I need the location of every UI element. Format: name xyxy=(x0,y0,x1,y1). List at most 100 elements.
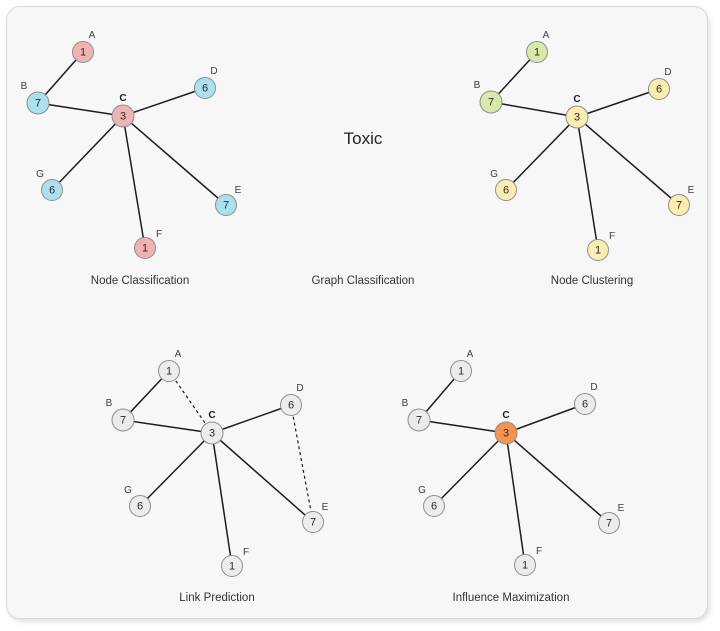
node-C[interactable]: 3C xyxy=(494,410,518,445)
node-F[interactable]: 1F xyxy=(514,546,543,576)
node-key-F: F xyxy=(243,547,249,558)
node-D[interactable]: 6D xyxy=(280,383,304,416)
panel-caption-influence-maximization: Influence Maximization xyxy=(453,592,570,604)
edge-C-D xyxy=(576,88,660,118)
node-C[interactable]: 3C xyxy=(111,93,135,128)
edge-C-G xyxy=(433,432,507,507)
node-A[interactable]: 1A xyxy=(158,349,182,382)
node-key-C: C xyxy=(208,410,215,421)
node-circle-E[interactable] xyxy=(668,194,690,216)
node-key-A: A xyxy=(89,30,96,41)
node-circle-A[interactable] xyxy=(526,41,548,63)
node-G[interactable]: 6G xyxy=(418,485,445,517)
node-key-D: D xyxy=(664,67,671,78)
node-circle-A[interactable] xyxy=(72,41,94,63)
node-value-G: 6 xyxy=(137,501,143,513)
node-key-B: B xyxy=(474,80,481,91)
node-G[interactable]: 6G xyxy=(124,485,151,517)
node-key-B: B xyxy=(402,398,409,409)
node-circle-D[interactable] xyxy=(648,78,670,100)
edge-C-G xyxy=(139,432,213,507)
node-circle-E[interactable] xyxy=(302,511,324,533)
node-circle-F[interactable] xyxy=(514,554,536,576)
node-D[interactable]: 6D xyxy=(194,66,218,99)
node-key-E: E xyxy=(235,185,242,196)
node-B[interactable]: 7B xyxy=(21,81,50,115)
node-B[interactable]: 7B xyxy=(474,80,503,114)
node-circle-G[interactable] xyxy=(129,495,151,517)
node-circle-C[interactable] xyxy=(494,421,518,445)
node-E[interactable]: 7E xyxy=(668,185,695,216)
node-value-A: 1 xyxy=(534,47,540,59)
node-value-C: 3 xyxy=(503,428,509,440)
node-value-A: 1 xyxy=(458,366,464,378)
node-F[interactable]: 1F xyxy=(134,229,163,259)
node-key-C: C xyxy=(573,94,580,105)
edge-C-E xyxy=(505,432,610,524)
node-circle-A[interactable] xyxy=(450,360,472,382)
node-C[interactable]: 3C xyxy=(565,94,589,129)
node-circle-E[interactable] xyxy=(598,512,620,534)
node-E[interactable]: 7E xyxy=(598,503,625,534)
node-circle-D[interactable] xyxy=(280,394,302,416)
graph-label-toxic: Toxic xyxy=(344,129,383,148)
node-value-F: 1 xyxy=(595,245,601,257)
node-G[interactable]: 6G xyxy=(490,169,517,201)
node-circle-C[interactable] xyxy=(111,104,135,128)
node-circle-G[interactable] xyxy=(41,179,63,201)
node-value-B: 7 xyxy=(120,415,126,427)
node-A[interactable]: 1A xyxy=(72,30,96,63)
panel-caption-node-classification: Node Classification xyxy=(91,275,189,287)
node-value-C: 3 xyxy=(120,111,126,123)
edge-C-G xyxy=(51,115,124,191)
node-value-B: 7 xyxy=(416,415,422,427)
node-circle-B[interactable] xyxy=(479,90,503,114)
node-circle-G[interactable] xyxy=(423,495,445,517)
edge-C-F xyxy=(122,115,146,249)
node-D[interactable]: 6D xyxy=(574,382,598,415)
node-circle-F[interactable] xyxy=(587,239,609,261)
node-circle-E[interactable] xyxy=(215,194,237,216)
node-circle-C[interactable] xyxy=(200,421,224,445)
node-value-F: 1 xyxy=(142,243,148,255)
node-circle-B[interactable] xyxy=(407,408,431,432)
node-key-G: G xyxy=(490,169,498,180)
node-circle-G[interactable] xyxy=(495,179,517,201)
node-circle-B[interactable] xyxy=(26,91,50,115)
node-circle-C[interactable] xyxy=(565,105,589,129)
node-key-D: D xyxy=(590,382,597,393)
node-value-E: 7 xyxy=(223,200,229,212)
node-G[interactable]: 6G xyxy=(36,169,63,201)
node-F[interactable]: 1F xyxy=(587,231,616,261)
node-value-G: 6 xyxy=(503,185,509,197)
node-circle-A[interactable] xyxy=(158,360,180,382)
node-circle-F[interactable] xyxy=(134,237,156,259)
edge-C-D xyxy=(505,403,586,434)
node-D[interactable]: 6D xyxy=(648,67,672,100)
node-value-E: 7 xyxy=(606,518,612,530)
node-circle-F[interactable] xyxy=(221,555,243,577)
node-circle-D[interactable] xyxy=(194,77,216,99)
node-E[interactable]: 7E xyxy=(302,502,329,533)
edge-B-C xyxy=(37,102,124,117)
node-key-E: E xyxy=(688,185,695,196)
node-E[interactable]: 7E xyxy=(215,185,242,216)
node-circle-B[interactable] xyxy=(111,408,135,432)
node-A[interactable]: 1A xyxy=(526,30,550,63)
node-value-A: 1 xyxy=(80,47,86,59)
node-F[interactable]: 1F xyxy=(221,547,250,577)
node-key-E: E xyxy=(618,503,625,514)
node-key-C: C xyxy=(119,93,126,104)
node-A[interactable]: 1A xyxy=(450,349,474,382)
node-B[interactable]: 7B xyxy=(106,398,135,432)
node-B[interactable]: 7B xyxy=(402,398,431,432)
node-circle-D[interactable] xyxy=(574,393,596,415)
node-C[interactable]: 3C xyxy=(200,410,224,445)
node-key-F: F xyxy=(156,229,162,240)
